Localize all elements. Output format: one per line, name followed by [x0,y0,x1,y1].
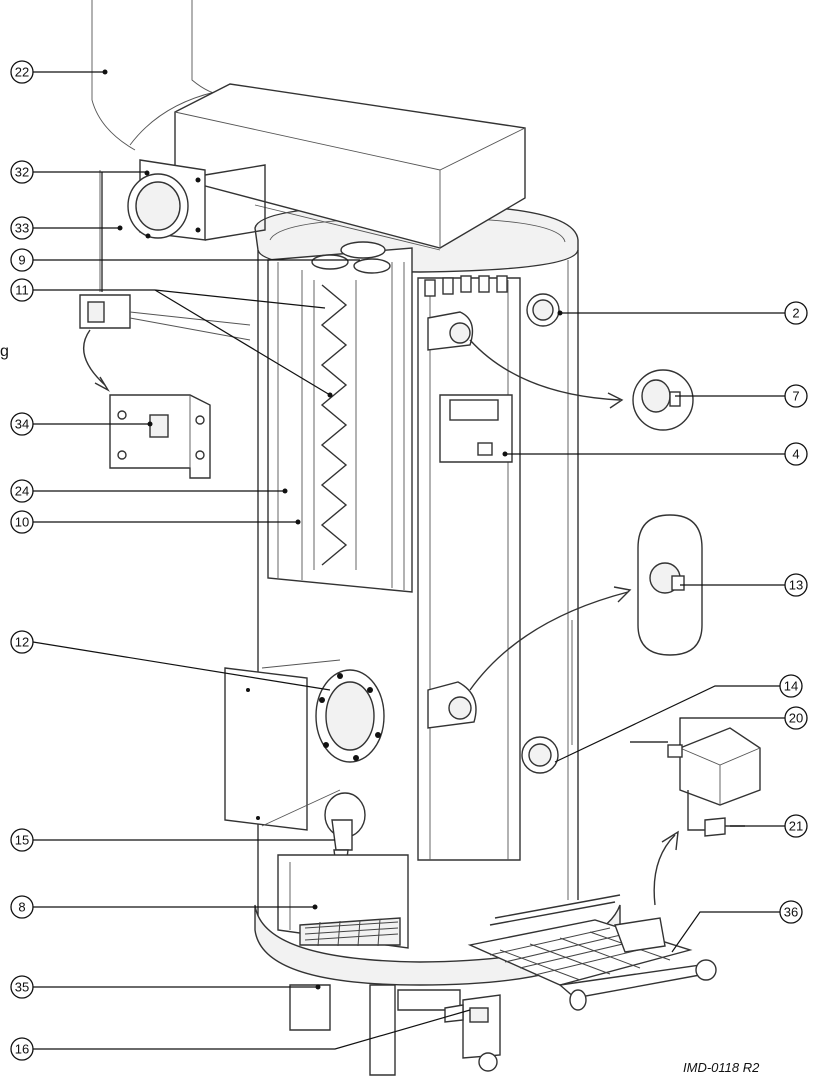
inspection-flange [315,669,385,763]
svg-text:20: 20 [789,711,803,726]
callout-2: 2 [784,301,808,325]
svg-text:32: 32 [15,165,29,180]
callout-24: 24 [10,479,34,503]
svg-text:21: 21 [789,819,803,834]
callout-7: 7 [784,384,808,408]
callout-16: 16 [10,1037,34,1061]
svg-text:13: 13 [789,578,803,593]
callout-35: 35 [10,975,34,999]
svg-text:33: 33 [15,221,29,236]
callout-10: 10 [10,510,34,534]
gas-valve [444,994,501,1072]
bracket-bottom-left [79,170,251,341]
detail-sensor [469,514,703,691]
switch-enlarged-view [82,329,211,479]
callout-20: 20 [784,706,808,730]
callout-11: 11 [10,278,34,302]
svg-text:9: 9 [18,253,25,268]
callout-34: 34 [10,412,34,436]
svg-text:4: 4 [792,447,799,462]
combustion-chamber-cutaway [267,241,413,593]
burner-grate-left [304,918,399,947]
burner-opening [277,854,409,949]
svg-text:34: 34 [15,417,29,432]
detail-igniter [630,727,761,906]
svg-text:22: 22 [15,65,29,80]
burner-assembly [467,894,717,1011]
svg-text:12: 12 [15,635,29,650]
svg-text:24: 24 [15,484,29,499]
leader-lines [32,69,785,1050]
blower-motor [127,159,266,241]
callout-8: 8 [10,895,34,919]
callout-32: 32 [10,160,34,184]
callout-12: 12 [10,630,34,654]
base-legs [289,984,461,1076]
svg-text:36: 36 [784,905,798,920]
svg-text:10: 10 [15,515,29,530]
edge-fragment-text: g [0,343,9,360]
callout-22: 22 [10,60,34,84]
top-fittings [424,275,508,297]
callout-13: 13 [784,573,808,597]
control-display [439,394,513,463]
svg-text:14: 14 [784,679,798,694]
svg-text:35: 35 [15,980,29,995]
callout-33: 33 [10,216,34,240]
callout-15: 15 [10,828,34,852]
callout-4: 4 [784,442,808,466]
svg-text:2: 2 [792,306,799,321]
svg-text:16: 16 [15,1042,29,1057]
detail-thermostat [469,339,694,431]
callout-14: 14 [779,674,803,698]
svg-text:7: 7 [792,389,799,404]
callout-9: 9 [10,248,34,272]
access-cover [224,659,341,831]
svg-text:11: 11 [15,283,29,298]
svg-text:15: 15 [15,833,29,848]
figure-reference: IMD-0118 R2 [683,1060,760,1075]
svg-text:8: 8 [18,900,25,915]
callout-21: 21 [784,814,808,838]
callout-36: 36 [779,900,803,924]
